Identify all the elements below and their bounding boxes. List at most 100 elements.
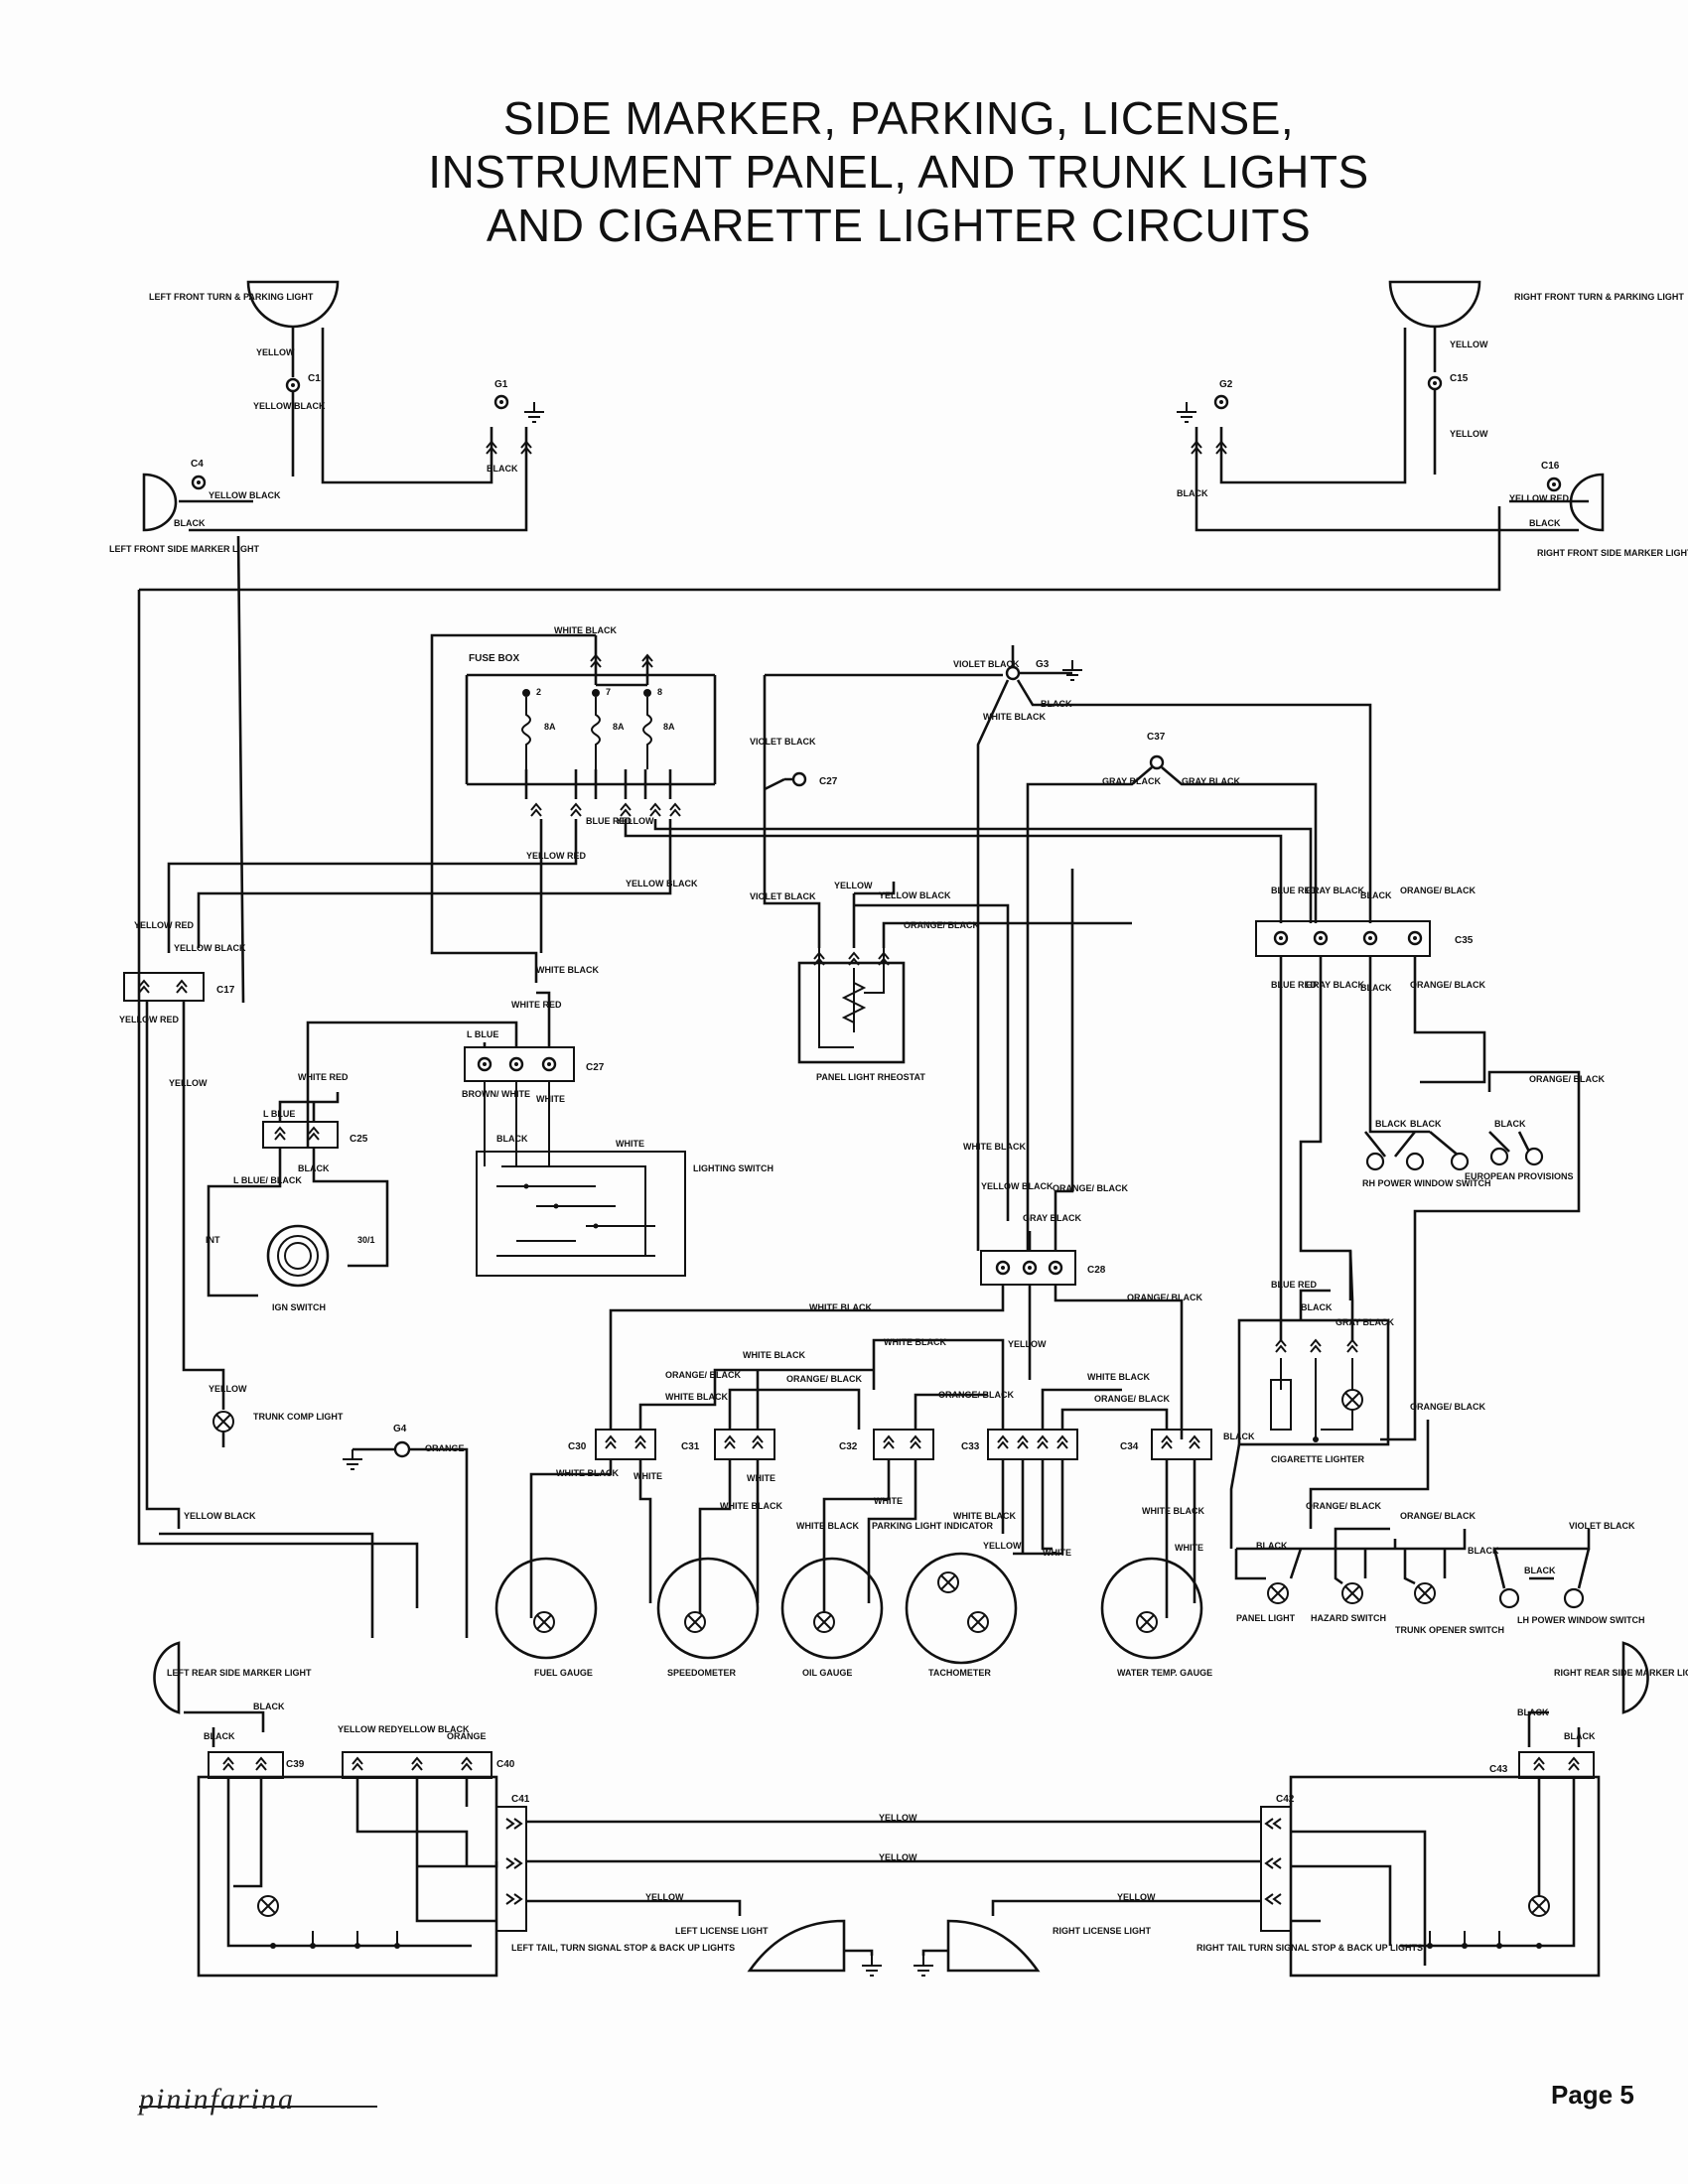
wire-label-wb-g1: WHITE BLACK [665, 1392, 728, 1402]
c15-label: C15 [1450, 373, 1469, 384]
wire-label-yr-c17: YELLOW RED [134, 920, 194, 930]
wire-label-black-g3: BLACK [1041, 699, 1072, 709]
c25-label: C25 [350, 1134, 368, 1145]
left-rear-side-label: LEFT REAR SIDE MARKER LIGHT [167, 1668, 312, 1678]
trunk-comp-light: TRUNK COMP LIGHT [212, 1411, 344, 1447]
wire-label-yellow-rear1: YELLOW [879, 1813, 917, 1823]
c16-label: C16 [1541, 461, 1560, 472]
wire-label-wb-c27: WHITE BLACK [536, 965, 599, 975]
wire-label-vb-lh: VIOLET BLACK [1569, 1521, 1635, 1531]
lighting-switch-label: LIGHTING SWITCH [693, 1163, 774, 1173]
wire-label-wb-water: WHITE BLACK [1142, 1506, 1204, 1516]
wire-label-black-lr: BLACK [253, 1702, 285, 1711]
wire-label-wr-c25: WHITE RED [298, 1072, 349, 1082]
fuse-box: FUSE BOX 2 7 8 8A 8A 8A [465, 650, 717, 817]
g2-label: G2 [1219, 379, 1233, 390]
wire-label-white-tach: WHITE [1043, 1548, 1071, 1558]
wire-label-orange-g4: ORANGE [425, 1443, 465, 1453]
wire-label-br-c35: BLUE RED [1271, 886, 1318, 895]
title-line-3: AND CIGARETTE LIGHTER CIRCUITS [486, 200, 1312, 251]
wire-label-gb-c37b: GRAY BLACK [1182, 776, 1241, 786]
fuse-8-label: 8 [657, 687, 662, 697]
connector-c4: C4 [191, 459, 207, 490]
wire-label-yr-rear: YELLOW RED [338, 1724, 397, 1734]
trunk-opener-label: TRUNK OPENER SWITCH [1395, 1625, 1504, 1635]
c17-label: C17 [216, 985, 235, 996]
left-license-label: LEFT LICENSE LIGHT [675, 1926, 769, 1936]
wire-label-yellow-c28: YELLOW [1008, 1339, 1047, 1349]
wire-label-ob-c28: ORANGE/ BLACK [1053, 1183, 1128, 1193]
wire-label-black-c35: BLACK [1360, 890, 1392, 900]
brand-logo: pininfarina [139, 2083, 296, 2116]
wire-label-black-lh: BLACK [1468, 1546, 1499, 1556]
connector-c25: C25 [262, 1121, 368, 1149]
connector-c35: C35 [1255, 920, 1474, 957]
ground-g4: G4 [342, 1424, 469, 1638]
wire-label-yellow-rear3: YELLOW [645, 1892, 684, 1902]
wire-label-white-spd: WHITE [747, 1473, 775, 1483]
g3-label: G3 [1036, 659, 1050, 670]
wire-label-ob-hz: ORANGE/ BLACK [1306, 1501, 1381, 1511]
wire-label-wb-c28b: WHITE BLACK [809, 1302, 872, 1312]
lighting-switch: LIGHTING SWITCH [476, 1082, 774, 1277]
wire-label-blue-red-fuse: BLUE RED [586, 816, 633, 826]
rh-window-label: RH POWER WINDOW SWITCH [1362, 1178, 1491, 1188]
c27-label: C27 [586, 1062, 605, 1073]
g1-label: G1 [494, 379, 508, 390]
wire-label-yellow-trunk: YELLOW [209, 1384, 247, 1394]
c41-label: C41 [511, 1794, 530, 1805]
connector-c15: C15 [1427, 373, 1469, 391]
c30-label: C30 [568, 1441, 587, 1452]
wire-label-ob-cig: ORANGE/ BLACK [1410, 1402, 1485, 1412]
wire-label-black-cig: BLACK [1301, 1302, 1333, 1312]
connector-c33: C33 [961, 1429, 1078, 1460]
wire-label-yellow-rf: YELLOW [1450, 340, 1488, 349]
brand-underline [139, 2106, 377, 2108]
water-temp-gauge: WATER TEMP. GAUGE [1100, 1557, 1212, 1678]
wire-label-white-c27: WHITE [536, 1094, 565, 1104]
wire-label-black-lh2: BLACK [1524, 1566, 1556, 1575]
wire-label-wb-g2: WHITE BLACK [743, 1350, 805, 1360]
wire-label-wb-fuse: WHITE BLACK [554, 625, 617, 635]
fuse-amp-3: 8A [663, 722, 675, 732]
page-number: Page 5 [1551, 2080, 1634, 2110]
wire-label-black-rf2: BLACK [1177, 488, 1208, 498]
european-label: EUROPEAN PROVISIONS [1465, 1171, 1574, 1181]
right-license-light: RIGHT LICENSE LIGHT [913, 1919, 1152, 1977]
wire-label-ob-c28b: ORANGE/ BLACK [1127, 1293, 1202, 1302]
wire-label-black-lf2: BLACK [487, 464, 518, 474]
trunk-opener-switch: TRUNK OPENER SWITCH [1395, 1549, 1504, 1635]
c43-label: C43 [1489, 1764, 1508, 1775]
wire-label-br-cig: BLUE RED [1271, 1280, 1318, 1290]
c34-label: C34 [1120, 1441, 1139, 1452]
wire-label-black-pl: BLACK [1256, 1541, 1288, 1551]
right-tail-label: RIGHT TAIL TURN SIGNAL STOP & BACK UP LI… [1196, 1943, 1423, 1953]
left-front-turn-light: LEFT FRONT TURN & PARKING LIGHT [149, 280, 340, 329]
wire-label-wb-oil: WHITE BLACK [796, 1521, 859, 1531]
wire-label-black-rr: BLACK [1517, 1707, 1549, 1717]
connector-c37: C37 [1026, 732, 1318, 1251]
hazard-switch-label: HAZARD SWITCH [1311, 1613, 1386, 1623]
wire-label-gb-cig: GRAY BLACK [1336, 1317, 1395, 1327]
lh-power-window-switch: LH POWER WINDOW SWITCH [1492, 1548, 1644, 1625]
wire-label-wb-g4: WHITE BLACK [1087, 1372, 1150, 1382]
c37-label: C37 [1147, 732, 1166, 743]
ign-int-label: INT [206, 1235, 220, 1245]
wire-label-yellow-tach: YELLOW [983, 1541, 1022, 1551]
title-line-2: INSTRUMENT PANEL, AND TRUNK LIGHTS [428, 146, 1369, 198]
wire-label-vb-g3: VIOLET BLACK [953, 659, 1020, 669]
wire-label-ob-g3: ORANGE/ BLACK [938, 1390, 1014, 1400]
wire-label-gb-c28: GRAY BLACK [1023, 1213, 1082, 1223]
wire-label-white-water: WHITE [1175, 1543, 1203, 1553]
ground-g3: G3 [1005, 645, 1372, 923]
wire-label-yb-lf: YELLOW BLACK [253, 401, 326, 411]
wire-label-yellow-rear4: YELLOW [1117, 1892, 1156, 1902]
wire-label-orange-rear: ORANGE [447, 1731, 487, 1741]
c33-label: C33 [961, 1441, 980, 1452]
connector-c27-rheostat: C27 [764, 771, 838, 791]
tachometer: TACHOMETER [905, 1552, 1018, 1678]
wire-label-br-c35b: BLUE RED [1271, 980, 1318, 990]
wire-label-black-rh1: BLACK [1375, 1119, 1407, 1129]
wire-label-yellow-rf2: YELLOW [1450, 429, 1488, 439]
